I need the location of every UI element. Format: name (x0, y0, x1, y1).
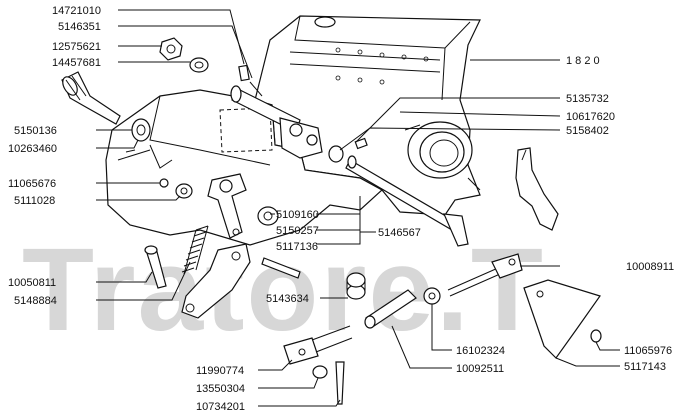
watermark-text: Tratore.T (22, 224, 545, 356)
washer-5158402 (328, 145, 344, 163)
label-5143634: 5143634 (266, 293, 309, 305)
label-10263460: 10263460 (8, 143, 57, 155)
label-5146351: 5146351 (58, 21, 101, 33)
nut-12575621 (159, 37, 183, 61)
bolt-10050811 (144, 245, 167, 289)
label-11065676: 11065676 (8, 178, 56, 190)
label-1820: 1 8 2 0 (566, 55, 600, 67)
key-5135732 (354, 137, 368, 150)
rod-end-10008911 (447, 253, 523, 297)
label-10734201: 10734201 (196, 401, 245, 413)
shaft-5146567 (345, 155, 469, 247)
label-5135732: 5135732 (566, 93, 609, 105)
leader-lines (96, 9, 620, 407)
washer-10263460 (131, 118, 151, 142)
label-12575621: 12575621 (52, 41, 101, 53)
label-11990774: 11990774 (196, 365, 244, 377)
label-5117143: 5117143 (624, 361, 666, 373)
bushing-5109160 (257, 206, 279, 226)
housing-block (254, 15, 481, 216)
label-10617620: 10617620 (566, 111, 615, 123)
pin-10734201 (335, 361, 345, 405)
washer-14457681 (189, 57, 209, 73)
label-5117136: 5117136 (276, 241, 318, 253)
washer-13550304 (312, 365, 328, 379)
label-13550304: 13550304 (196, 383, 245, 395)
spring-5148884 (181, 225, 209, 275)
shift-fork (515, 147, 559, 231)
label-5158402: 5158402 (566, 125, 609, 137)
circlip-11065676 (159, 178, 169, 188)
plate-5117136 (181, 243, 251, 319)
label-16102324: 16102324 (456, 345, 505, 357)
label-5109160: 5109160 (276, 209, 319, 221)
tube-10092511 (364, 289, 417, 329)
pin-5150257 (261, 257, 301, 279)
label-10008911: 10008911 (626, 261, 674, 273)
bracket-5117143 (523, 279, 601, 359)
label-5150257: 5150257 (276, 225, 319, 237)
base-casting (105, 89, 384, 246)
part-labels: 14721010 5146351 12575621 14457681 51501… (8, 5, 674, 413)
label-10050811: 10050811 (8, 277, 56, 289)
label-11065976: 11065976 (624, 345, 672, 357)
label-5146567: 5146567 (378, 227, 421, 239)
upper-shaft-assembly (230, 64, 323, 159)
shaft-5150136 (61, 71, 121, 125)
label-10092511: 10092511 (456, 363, 504, 375)
label-5150136: 5150136 (14, 125, 57, 137)
label-14457681: 14457681 (52, 57, 101, 69)
nut-16102324 (423, 287, 441, 305)
lever-5150257 (207, 173, 247, 239)
clevis-11990774 (283, 325, 353, 365)
label-5111028: 5111028 (14, 195, 55, 207)
spacer-5143634 (346, 272, 366, 300)
bushing-5111028 (175, 183, 193, 199)
label-14721010: 14721010 (52, 5, 101, 17)
label-5148884: 5148884 (14, 295, 57, 307)
circlip-11065976 (590, 329, 602, 343)
